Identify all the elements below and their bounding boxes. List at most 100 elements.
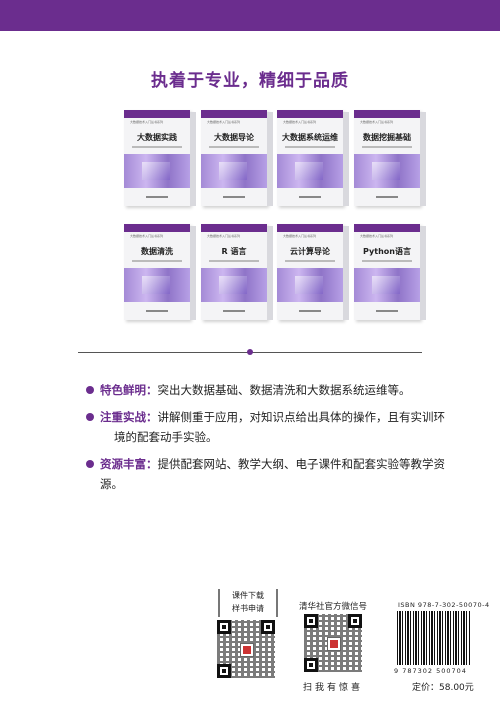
qr-finder — [304, 614, 318, 628]
book-title: 大数据导论 — [214, 133, 254, 142]
cover-art — [124, 154, 190, 188]
feature-text: 突出大数据基础、数据清洗和大数据系统运维等。 — [157, 383, 411, 397]
book-cover: 大数据技术入门丛书系列 大数据系统运维 — [277, 110, 349, 206]
publisher-mark — [299, 196, 321, 198]
book-spine — [267, 112, 273, 206]
publisher-mark — [376, 196, 398, 198]
book-title: 大数据实践 — [137, 133, 177, 142]
cover-line — [132, 146, 182, 148]
qr-finder — [217, 620, 231, 634]
feature-label: 特色鲜明： — [100, 383, 158, 397]
divider-dot — [247, 349, 253, 355]
download-label: 课件下载 样书申请 — [218, 589, 278, 617]
feature-item: 资源丰富：提供配套网站、教学大纲、电子课件和配套实验等教学资源。 — [86, 454, 456, 494]
cover-art — [277, 268, 343, 302]
feature-label: 资源丰富： — [100, 457, 158, 471]
publisher-mark — [146, 196, 168, 198]
cover-art — [354, 154, 420, 188]
cover-line — [362, 146, 412, 148]
feature-text: 提供配套网站、教学大纲、电子课件和配套实验等教学资源。 — [100, 457, 445, 491]
qr-code-wechat — [304, 614, 362, 672]
book-cover: 大数据技术入门丛书系列 数据挖掘基础 — [354, 110, 426, 206]
bullet-icon — [86, 386, 94, 394]
book-cover: 大数据技术入门丛书系列 大数据实践 — [124, 110, 196, 206]
book-spine — [343, 226, 349, 320]
book-series: 大数据技术入门丛书系列 — [130, 120, 164, 124]
book-series: 大数据技术入门丛书系列 — [283, 234, 317, 238]
feature-label: 注重实战： — [100, 410, 158, 424]
book-cover: 大数据技术入门丛书系列 云计算导论 — [277, 224, 349, 320]
download-line2: 样书申请 — [232, 604, 264, 613]
feature-item: 注重实战：讲解侧重于应用，对知识点给出具体的操作，且有实训环 境的配套动手实验。 — [86, 407, 456, 447]
book-title: 数据挖掘基础 — [363, 133, 411, 142]
book-series: 大数据技术入门丛书系列 — [207, 120, 241, 124]
cover-line — [209, 146, 259, 148]
book-series: 大数据技术入门丛书系列 — [283, 120, 317, 124]
book-cover: 大数据技术入门丛书系列 大数据导论 — [201, 110, 273, 206]
cover-art — [201, 154, 267, 188]
feature-item: 特色鲜明：突出大数据基础、数据清洗和大数据系统运维等。 — [86, 380, 456, 400]
bullet-icon — [86, 460, 94, 468]
isbn-text: ISBN 978-7-302-50070-4 — [398, 601, 490, 609]
cover-line — [362, 260, 412, 262]
qr-finder — [304, 658, 318, 672]
cover-line — [285, 260, 335, 262]
cover-band — [124, 110, 190, 118]
publisher-mark — [146, 310, 168, 312]
download-line1: 课件下载 — [232, 591, 264, 600]
publisher-mark — [223, 310, 245, 312]
book-spine — [343, 112, 349, 206]
book-cover: 大数据技术入门丛书系列 R 语言 — [201, 224, 273, 320]
cover-art — [201, 268, 267, 302]
cover-band — [201, 224, 267, 232]
isbn-digits: 9 787302 500704 — [394, 667, 467, 675]
cover-band — [277, 110, 343, 118]
qr-logo-icon — [327, 637, 341, 651]
book-title: Python语言 — [363, 247, 411, 256]
book-spine — [190, 226, 196, 320]
publisher-mark — [299, 310, 321, 312]
cover-line — [132, 260, 182, 262]
cover-band — [354, 224, 420, 232]
price: 定价：58.00元 — [412, 683, 474, 693]
feature-list: 特色鲜明：突出大数据基础、数据清洗和大数据系统运维等。 注重实战：讲解侧重于应用… — [86, 380, 456, 501]
cover-line — [209, 260, 259, 262]
publisher-mark — [223, 196, 245, 198]
top-band — [0, 0, 500, 31]
wechat-title: 清华社官方微信号 — [298, 602, 367, 612]
book-title: R 语言 — [221, 247, 247, 256]
cover-band — [354, 110, 420, 118]
qr-finder — [261, 620, 275, 634]
cover-art — [124, 268, 190, 302]
cover-line — [285, 146, 335, 148]
book-spine — [420, 112, 426, 206]
cover-band — [124, 224, 190, 232]
book-title: 大数据系统运维 — [282, 133, 338, 142]
book-series: 大数据技术入门丛书系列 — [360, 234, 394, 238]
book-cover: 大数据技术入门丛书系列 Python语言 — [354, 224, 426, 320]
qr-code-courseware — [217, 620, 275, 678]
slogan: 执着于专业，精细于品质 — [151, 71, 349, 91]
book-title: 数据清洗 — [141, 247, 173, 256]
cover-art — [277, 154, 343, 188]
wechat-caption: 扫我有惊喜 — [302, 683, 363, 693]
book-series: 大数据技术入门丛书系列 — [207, 234, 241, 238]
book-cover: 大数据技术入门丛书系列 数据清洗 — [124, 224, 196, 320]
book-spine — [190, 112, 196, 206]
feature-text-continued: 境的配套动手实验。 — [114, 430, 218, 444]
qr-finder — [217, 664, 231, 678]
cover-band — [201, 110, 267, 118]
book-series: 大数据技术入门丛书系列 — [360, 120, 394, 124]
qr-logo-icon — [240, 643, 254, 657]
book-title: 云计算导论 — [290, 247, 330, 256]
feature-text: 讲解侧重于应用，对知识点给出具体的操作，且有实训环 — [157, 410, 446, 424]
publisher-mark — [376, 310, 398, 312]
cover-band — [277, 224, 343, 232]
book-series: 大数据技术入门丛书系列 — [130, 234, 164, 238]
cover-art — [354, 268, 420, 302]
barcode-icon — [397, 611, 471, 665]
book-spine — [420, 226, 426, 320]
bullet-icon — [86, 413, 94, 421]
qr-finder — [348, 614, 362, 628]
book-spine — [267, 226, 273, 320]
